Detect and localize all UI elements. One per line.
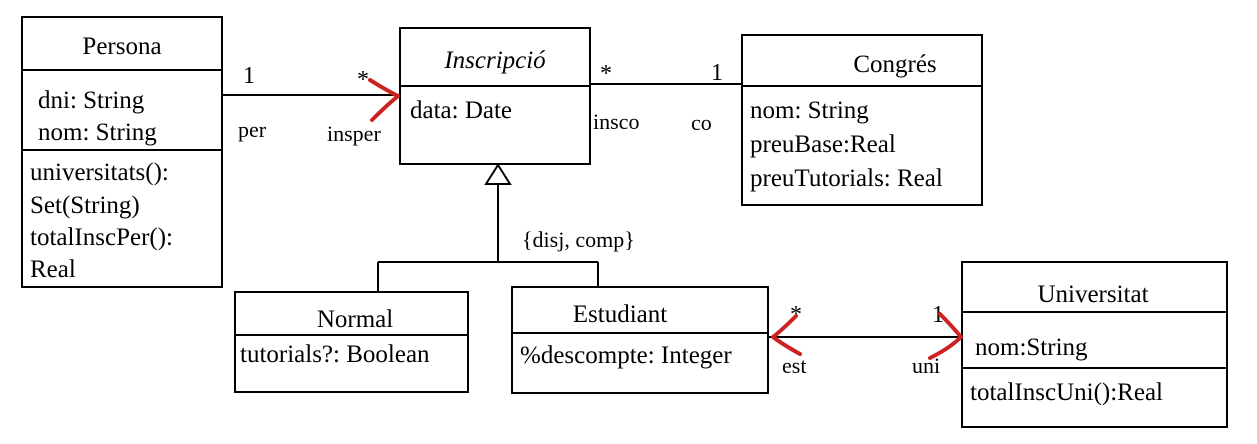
multiplicity-label: 1 [711,60,723,86]
class-universitat-box [961,261,1228,428]
class-normal[interactable]: Normal tutorials?: Boolean [234,291,469,393]
navigability-arrow-icon [928,312,963,360]
class-attribute: dni: String [38,87,145,114]
class-congres[interactable]: Congrés nom: String preuBase:Real preuTu… [741,34,983,206]
role-label: insco [593,109,639,134]
class-normal-box [234,291,469,393]
class-name: Persona [82,33,161,60]
class-name: Inscripció [443,47,546,74]
class-inscripcio[interactable]: Inscripció data: Date [399,27,591,165]
navigability-arrow-icon [771,314,802,356]
multiplicity-label: 1 [932,302,944,328]
class-inscripcio-box [399,27,591,165]
class-persona[interactable]: Persona dni: String nom: String universi… [21,16,223,288]
class-method: Set(String) [30,192,140,219]
class-estudiant[interactable]: Estudiant %descompte: Integer [511,286,769,394]
class-attribute: nom:String [975,334,1088,361]
role-label: insper [327,121,381,146]
generalization-inscripcio [377,163,599,292]
class-name: Normal [317,306,393,333]
role-label: per [238,117,267,142]
class-estudiant-box [511,286,769,394]
class-persona-box [21,16,223,288]
multiplicity-label: 1 [243,63,255,89]
navigability-arrow-icon [368,78,400,122]
class-method: universitats(): [30,159,169,186]
class-method: Real [30,256,76,283]
class-name: Estudiant [573,301,667,328]
class-attribute: tutorials?: Boolean [240,341,430,368]
class-method: totalInscPer(): [30,224,173,251]
generalization-triangle-icon [484,163,512,185]
class-name: Universitat [1037,281,1148,308]
role-label: est [782,353,806,378]
class-attribute: nom: String [750,97,869,124]
class-attribute: preuBase:Real [750,131,896,158]
class-universitat[interactable]: Universitat nom:String totalInscUni():Re… [961,261,1228,428]
class-method: totalInscUni():Real [970,379,1163,406]
class-attribute: preuTutorials: Real [750,165,943,192]
class-name: Congrés [853,51,936,78]
class-congres-box [741,34,983,206]
class-attribute: nom: String [38,119,157,146]
role-label: co [691,110,712,135]
multiplicity-label: * [600,61,612,87]
generalization-constraint: {disj, comp} [522,227,635,252]
class-attribute: data: Date [410,97,512,124]
class-attribute: %descompte: Integer [520,342,732,369]
multiplicity-label: * [357,67,369,93]
